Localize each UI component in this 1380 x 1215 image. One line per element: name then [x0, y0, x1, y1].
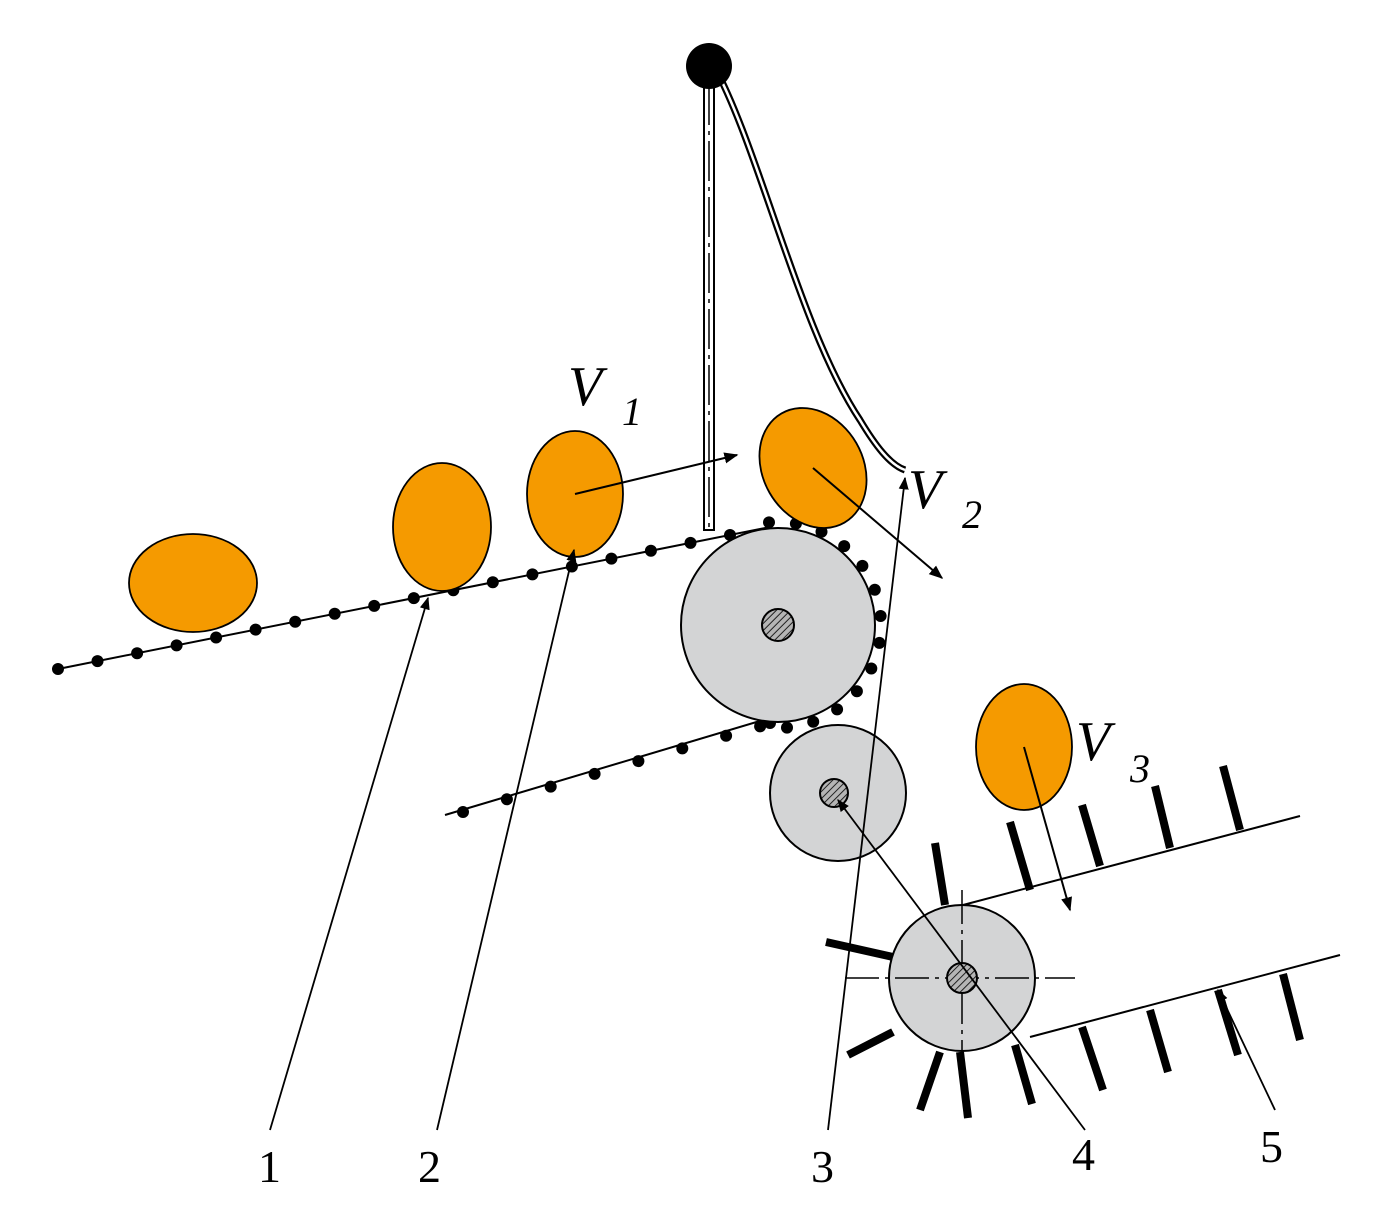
fruit-1 — [128, 533, 258, 633]
callout-labels: 1 2 3 4 5 — [258, 1121, 1283, 1192]
upper-chain-conveyor — [52, 526, 771, 675]
chain-roller — [526, 568, 539, 581]
sprocket-roller — [763, 516, 775, 529]
v3-subscript: 3 — [1129, 746, 1150, 791]
fruits — [128, 407, 1073, 811]
sprocket-roller — [856, 559, 869, 572]
brush-belt-lower — [1029, 954, 1341, 1038]
velocity-labels: V 1 V 2 V 3 — [568, 356, 1150, 791]
chain-roller — [249, 623, 262, 636]
brush-bristle — [1146, 1008, 1172, 1074]
v2-arrow — [812, 467, 944, 579]
large-sprocket-shaft — [761, 608, 795, 642]
chain-roller — [91, 655, 104, 668]
callout-label-5: 5 — [1260, 1121, 1283, 1172]
sprocket-roller — [838, 540, 851, 553]
sprocket-roller — [865, 662, 878, 675]
sprocket-roller — [831, 703, 844, 716]
sprocket-roller — [781, 721, 793, 734]
brush-bristle — [1214, 988, 1242, 1057]
chain-roller — [605, 552, 618, 565]
chain-roller — [644, 544, 657, 557]
chain-roller — [684, 536, 697, 549]
brush-bristle — [956, 1051, 972, 1119]
chain-roller — [588, 767, 601, 780]
brush-bristle — [931, 842, 949, 906]
sprocket-roller — [874, 610, 887, 622]
callout-label-3: 3 — [811, 1141, 834, 1192]
v3-arrow — [1023, 746, 1072, 912]
velocity-arrows — [574, 452, 1072, 912]
callout-label-1: 1 — [258, 1141, 281, 1192]
chain-roller — [676, 742, 689, 755]
fruit-2 — [392, 462, 492, 592]
chain-roller — [544, 780, 557, 793]
sprocket-roller — [807, 715, 820, 728]
chain-roller — [368, 599, 381, 612]
leader-3 — [827, 476, 909, 1131]
sprocket-roller — [868, 583, 881, 596]
large-sprocket — [680, 516, 887, 734]
sprocket-roller — [850, 685, 863, 698]
brush-bristle — [1279, 973, 1304, 1041]
brush-bristle — [1006, 820, 1034, 892]
chain-roller — [486, 576, 499, 589]
sprocket-roller — [754, 720, 767, 733]
chain-roller — [52, 663, 64, 675]
chain-roller — [170, 639, 183, 652]
chain-roller — [328, 607, 341, 620]
chain-roller — [210, 631, 223, 644]
callout-label-4: 4 — [1072, 1129, 1095, 1180]
v3-label: V — [1076, 711, 1116, 773]
chain-roller — [720, 729, 733, 742]
chain-roller — [289, 615, 302, 628]
v1-subscript: 1 — [622, 389, 642, 434]
callout-leaders — [269, 476, 1276, 1131]
small-roller — [769, 724, 907, 862]
lower-chain-line — [444, 717, 771, 816]
lower-chain-conveyor — [444, 717, 776, 818]
brush-bristle — [1078, 1025, 1107, 1092]
chain-roller — [500, 793, 513, 806]
brush-bristle — [825, 938, 894, 961]
brush-drum-shaft — [946, 962, 978, 994]
brush-belt-upper — [962, 815, 1301, 906]
brush-bristles — [825, 764, 1304, 1119]
v1-label: V — [568, 356, 608, 418]
v2-subscript: 2 — [962, 492, 982, 537]
brush-bristle — [846, 1028, 895, 1059]
brush-bristle — [916, 1050, 944, 1112]
sprocket-roller — [873, 636, 886, 649]
brush-bristle — [1151, 785, 1174, 849]
brush-bristle — [1011, 1043, 1036, 1106]
pendulum-deflector — [686, 43, 907, 531]
leader-4 — [837, 798, 1086, 1131]
brush-bristle — [1078, 803, 1104, 868]
leader-2 — [436, 548, 577, 1131]
callout-label-2: 2 — [418, 1141, 441, 1192]
v1-arrow — [574, 452, 739, 495]
leader-5 — [1217, 988, 1276, 1111]
chain-roller — [632, 755, 645, 768]
brush-bristle — [1219, 764, 1244, 832]
chain-roller — [131, 647, 144, 660]
pendulum-pivot — [686, 43, 732, 89]
chain-roller — [457, 806, 469, 818]
leader-1 — [269, 596, 430, 1131]
chain-roller — [407, 592, 420, 605]
brush-conveyor — [825, 764, 1341, 1119]
v2-label: V — [908, 459, 948, 521]
small-roller-shaft — [819, 778, 849, 808]
